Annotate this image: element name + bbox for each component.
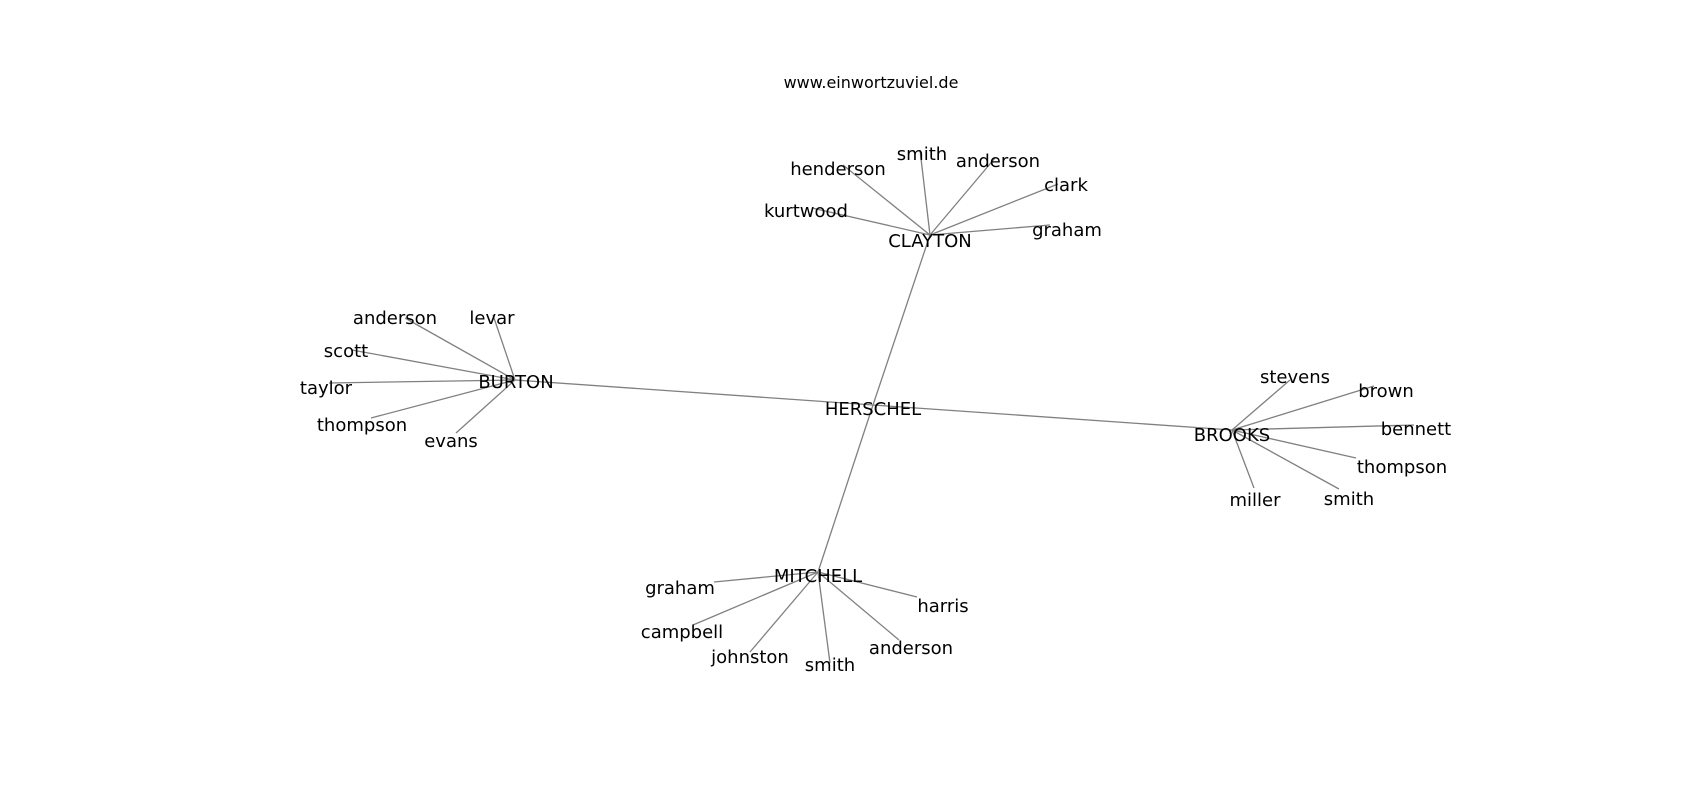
leaf-node-label: stevens xyxy=(1260,367,1330,388)
edge-hub-to-leaf xyxy=(370,379,516,419)
leaf-node-label: miller xyxy=(1229,490,1281,511)
edge-hub-to-leaf xyxy=(919,149,931,236)
leaf-node-label: henderson xyxy=(790,159,886,180)
hub-node-label: BURTON xyxy=(478,372,553,393)
edge-hub-to-leaf xyxy=(404,317,516,381)
edge-hub-to-leaf xyxy=(749,571,819,653)
leaf-node-label: graham xyxy=(645,578,715,599)
edge-hub-to-leaf xyxy=(492,314,516,381)
edge-hub-to-leaf xyxy=(455,379,516,434)
leaf-node-label: clark xyxy=(1044,175,1088,196)
edge-hub-to-leaf xyxy=(1231,429,1340,490)
edges xyxy=(328,149,1415,664)
leaf-node-label: kurtwood xyxy=(764,201,848,222)
center-node-label: HERSCHEL xyxy=(825,399,921,420)
edge-hub-to-leaf xyxy=(817,571,900,641)
leaf-node-label: scott xyxy=(324,341,368,362)
edge-hub-to-leaf xyxy=(817,571,918,598)
edge-hub-to-leaf xyxy=(1231,429,1255,489)
edge-center-to-hub xyxy=(817,404,874,573)
leaf-node-label: anderson xyxy=(956,151,1040,172)
leaf-node-label: harris xyxy=(917,596,968,617)
hub-node-label: MITCHELL xyxy=(774,566,862,587)
hub-node-label: BROOKS xyxy=(1194,425,1270,446)
edge-hub-to-leaf xyxy=(713,571,819,583)
edge-center-to-hub xyxy=(872,234,931,406)
edge-hub-to-leaf xyxy=(1231,424,1415,431)
leaf-node-label: taylor xyxy=(300,378,353,399)
leaf-node-label: smith xyxy=(805,655,855,676)
edge-hub-to-leaf xyxy=(692,571,819,626)
edge-hub-to-leaf xyxy=(328,379,516,384)
leaf-node-label: graham xyxy=(1032,220,1102,241)
edge-hub-to-leaf xyxy=(1231,379,1291,431)
leaf-node-label: brown xyxy=(1358,381,1414,402)
edge-hub-to-leaf xyxy=(1231,429,1357,459)
leaf-node-label: smith xyxy=(1324,489,1374,510)
edge-hub-to-leaf xyxy=(1231,385,1375,431)
edge-hub-to-leaf xyxy=(817,571,831,664)
leaf-node-label: anderson xyxy=(869,638,953,659)
site-url: www.einwortzuviel.de xyxy=(784,73,959,92)
leaf-node-label: levar xyxy=(469,308,515,329)
leaf-node-label: thompson xyxy=(317,415,407,436)
edge-hub-to-leaf xyxy=(929,157,996,236)
edge-hub-to-leaf xyxy=(842,164,931,236)
edge-center-to-hub xyxy=(514,379,874,406)
edge-hub-to-leaf xyxy=(351,349,516,381)
leaf-node-label: bennett xyxy=(1381,419,1452,440)
edge-hub-to-leaf xyxy=(811,207,931,236)
leaf-node-label: anderson xyxy=(353,308,437,329)
hub-node-label: CLAYTON xyxy=(888,231,972,252)
edge-center-to-hub xyxy=(872,404,1233,431)
edge-hub-to-leaf xyxy=(929,183,1059,236)
leaf-node-label: evans xyxy=(424,431,478,452)
leaf-node-label: thompson xyxy=(1357,457,1447,478)
edge-hub-to-leaf xyxy=(929,224,1051,236)
leaf-node-label: campbell xyxy=(641,622,723,643)
leaf-node-label: smith xyxy=(897,144,947,165)
leaf-node-label: johnston xyxy=(710,647,789,668)
